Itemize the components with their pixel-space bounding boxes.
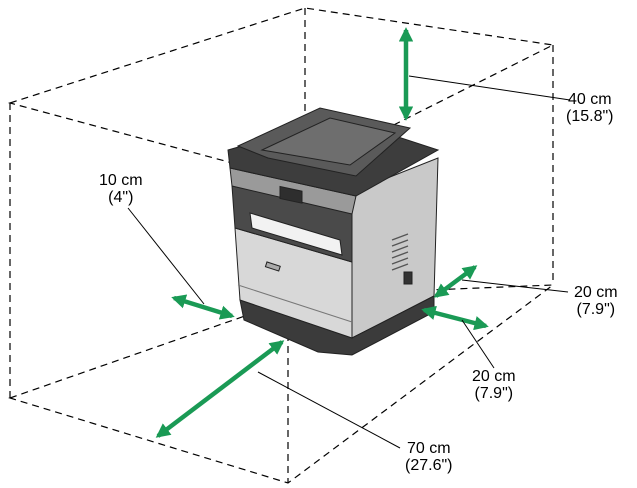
front-clearance-label: 70 cm (27.6") (405, 440, 452, 474)
top-clearance-imperial: (15.8") (566, 108, 614, 125)
front-clearance-metric: 70 cm (406, 440, 451, 457)
left-clearance-imperial: (4") (108, 189, 134, 206)
arrow-front (155, 340, 285, 438)
right-front-clearance-metric: 20 cm (472, 368, 516, 385)
multifunction-printer-icon (227, 107, 440, 356)
right-front-clearance-label: 20 cm (7.9") (472, 368, 516, 402)
top-clearance-metric: 40 cm (567, 91, 612, 108)
left-clearance-label: 10 cm (4") (99, 172, 143, 206)
right-back-clearance-metric: 20 cm (574, 284, 618, 301)
top-clearance-label: 40 cm (15.8") (566, 91, 613, 125)
arrow-right-front (421, 305, 489, 331)
arrow-left (171, 294, 235, 320)
right-back-clearance-imperial: (7.9") (576, 301, 616, 318)
double-headed-arrow-icon (155, 27, 489, 438)
right-back-clearance-label: 20 cm (7.9") (574, 284, 618, 318)
left-clearance-metric: 10 cm (99, 172, 143, 189)
arrow-right-back (433, 265, 478, 298)
right-front-clearance-imperial: (7.9") (474, 385, 514, 402)
leader-lines (127, 75, 571, 449)
front-clearance-imperial: (27.6") (405, 457, 453, 474)
